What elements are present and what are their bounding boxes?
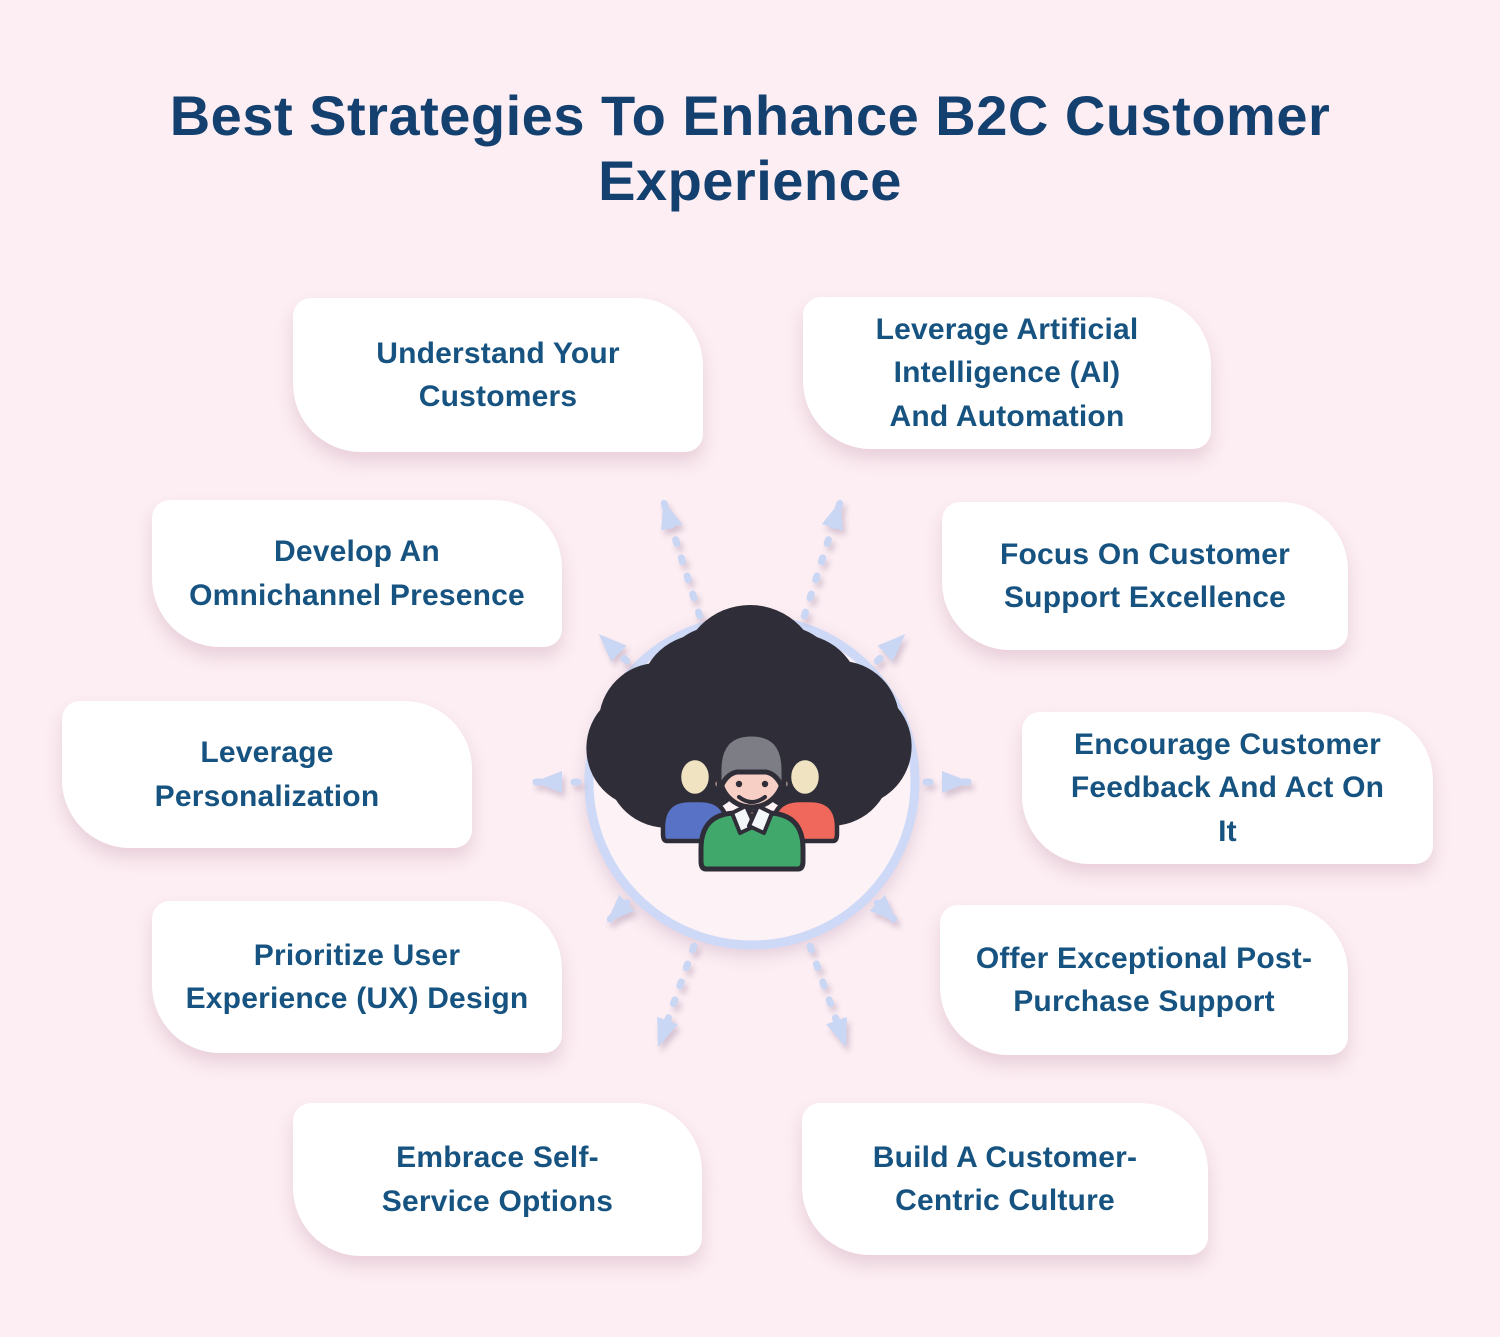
strategy-label: Offer Exceptional Post- Purchase Support: [975, 941, 1313, 1019]
customer-with-rating-stars-icon: [639, 675, 860, 872]
customer-main-icon: [698, 731, 806, 872]
strategy-card-support-excellence: Focus On Customer Support Excellence: [942, 502, 1348, 650]
strategy-label: Leverage Personalization: [154, 736, 380, 813]
strategy-card-leverage-ai: Leverage Artificial Intelligence (AI) An…: [803, 297, 1211, 449]
radial-arrows: [532, 499, 972, 1049]
strategy-label: Leverage Artificial Intelligence (AI) An…: [875, 312, 1139, 433]
arrow-to-self-service: [655, 942, 698, 1049]
arrow-to-understand-customers: [660, 499, 704, 620]
strategy-label: Encourage Customer Feedback And Act On I…: [1070, 727, 1385, 848]
strategy-card-feedback: Encourage Customer Feedback And Act On I…: [1022, 712, 1433, 864]
strategy-label: Develop An Omnichannel Presence: [189, 535, 525, 612]
strategy-card-understand-customers: Understand Your Customers: [293, 298, 703, 452]
arrow-to-omnichannel: [596, 632, 631, 665]
strategy-label: Understand Your Customers: [376, 336, 620, 414]
arrow-to-leverage-ai: [800, 499, 844, 620]
page-title-line2: Experience: [598, 148, 902, 212]
strategy-card-personalization: Leverage Personalization: [62, 701, 472, 848]
strategy-card-post-purchase: Offer Exceptional Post- Purchase Support: [940, 905, 1348, 1055]
strategy-label: Prioritize User Experience (UX) Design: [185, 938, 529, 1016]
strategy-label: Embrace Self- Service Options: [381, 1141, 614, 1218]
page-title: Best Strategies To Enhance B2C Customer …: [0, 84, 1500, 214]
strategy-card-self-service: Embrace Self- Service Options: [293, 1103, 702, 1256]
strategy-card-customer-centric: Build A Customer- Centric Culture: [802, 1103, 1208, 1255]
strategy-card-omnichannel: Develop An Omnichannel Presence: [152, 500, 562, 647]
strategy-card-ux-design: Prioritize User Experience (UX) Design: [152, 901, 562, 1053]
page-title-line1: Best Strategies To Enhance B2C Customer: [169, 84, 1331, 147]
arrow-to-customer-centric: [806, 942, 849, 1049]
arrow-to-post-purchase: [869, 894, 900, 925]
arrow-to-ux-design: [604, 894, 635, 925]
strategy-label: Focus On Customer Support Excellence: [999, 537, 1291, 615]
arrow-to-support-excellence: [873, 632, 908, 665]
strategy-label: Build A Customer- Centric Culture: [872, 1140, 1138, 1218]
